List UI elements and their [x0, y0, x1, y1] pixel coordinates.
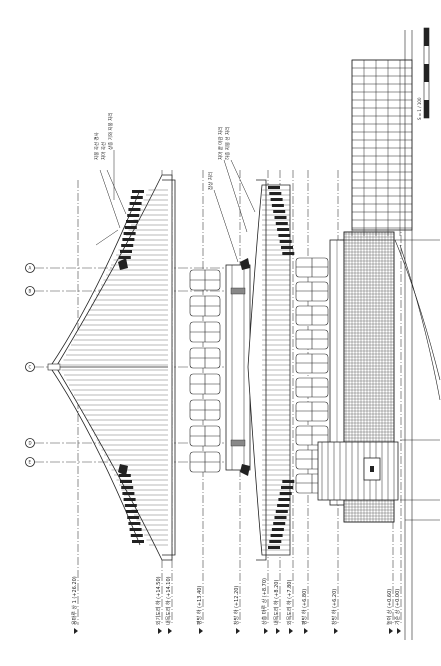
axis-marker-e-label: E: [29, 460, 32, 465]
upper-roof: [47, 174, 176, 561]
annotation-leaders: [95, 150, 256, 263]
lower-brackets: [295, 257, 329, 494]
level-label: 용마루 상 1 (+26.20): [71, 576, 78, 625]
level-label: 외목도리 하 (+7.80): [286, 580, 293, 625]
annotation-group: 지붕 곡선 경사 처마 곡선 상층 기와 지붕 처리 잡상 처리 처마 끝 마감…: [93, 113, 231, 190]
level-label: 창방 하 (+6.20): [331, 589, 338, 625]
annotation-label: 지붕 곡선 경사: [93, 131, 100, 160]
lower-roof: [240, 179, 295, 561]
axis-marker-a-label: A: [29, 266, 32, 271]
axis-markers: [25, 263, 35, 467]
annotation-label: 처마 곡선: [100, 142, 107, 160]
axis-marker-b-label: B: [29, 289, 32, 294]
level-label: 평방 하 (+6.80): [301, 589, 308, 625]
axis-marker-d: [25, 438, 35, 448]
level-triangles: [74, 628, 401, 634]
level-label: 상층 마루 상 (+8.70): [261, 578, 268, 625]
ground-lines: [404, 30, 413, 640]
level-label-group: 용마루 상 1 (+26.20) 외기도리 하 (+14.50) 내목도리 하 …: [71, 576, 401, 625]
annotation-label: 상층 기와 지붕 처리: [107, 113, 114, 150]
axis-marker-d-label: D: [29, 441, 32, 446]
scale-bar: S = 1 / 100: [417, 27, 430, 120]
annotation-label: 처마 끝 마감 처리: [217, 127, 224, 160]
level-label: 외기도리 하 (+14.50): [155, 576, 162, 625]
stone-wall: [340, 59, 441, 521]
axis-marker-c: [25, 362, 35, 372]
level-label: 기준 상 (+0.00): [394, 589, 401, 625]
axis-marker-b: [25, 286, 35, 296]
axis-marker-a: [25, 263, 35, 273]
level-label: 내목도리 하 (+14.10): [165, 576, 172, 625]
entrance-structure: [317, 441, 399, 501]
annotation-label: 하층 지붕 선 처리: [224, 127, 231, 160]
scale-label: S = 1 / 100: [417, 97, 422, 120]
axis-marker-c-label: C: [29, 365, 32, 370]
level-label: 평방 하 (+13.40): [196, 586, 203, 625]
upper-wall: [225, 264, 251, 471]
axis-marker-e: [25, 457, 35, 467]
level-label: 창방 하 (+12.20): [233, 586, 240, 625]
annotation-label: 잡상 처리: [207, 172, 214, 190]
upper-brackets: [189, 269, 221, 473]
level-label: 내목도리 하 (+8.20): [273, 580, 280, 625]
level-label: 높이 상 (+0.60): [386, 589, 393, 625]
